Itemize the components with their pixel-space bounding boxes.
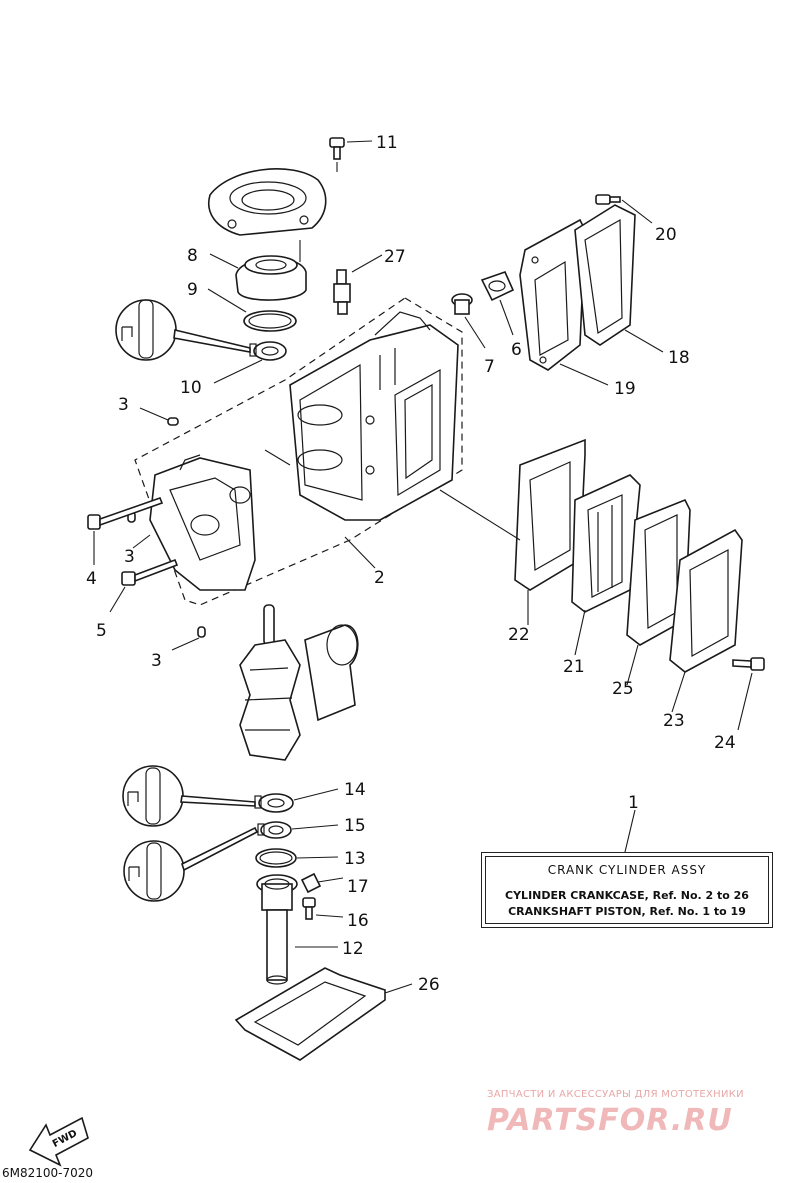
callout-3-bottom: 3 bbox=[151, 651, 162, 671]
info-box-line-2: CRANKSHAFT PISTON, Ref. No. 1 to 19 bbox=[508, 905, 746, 918]
washer-17 bbox=[300, 872, 322, 894]
callout-22: 22 bbox=[508, 625, 530, 645]
callout-18: 18 bbox=[668, 348, 690, 368]
bolt-11 bbox=[329, 137, 345, 160]
watermark-tagline: ЗАПЧАСТИ И АКСЕССУАРЫ ДЛЯ МОТОТЕХНИКИ bbox=[487, 1089, 744, 1100]
bolt-5 bbox=[121, 558, 179, 586]
cover-18 bbox=[574, 204, 636, 346]
callout-9: 9 bbox=[187, 280, 198, 300]
dowel-pin-3a bbox=[167, 417, 179, 426]
housing-12 bbox=[256, 874, 298, 985]
oil-seal-10 bbox=[249, 341, 287, 361]
info-box-line-1: CYLINDER CRANKCASE, Ref. No. 2 to 26 bbox=[505, 889, 749, 902]
callout-12: 12 bbox=[342, 939, 364, 959]
callout-16: 16 bbox=[347, 911, 369, 931]
crankshaft-piston bbox=[239, 604, 359, 761]
callout-6: 6 bbox=[511, 340, 522, 360]
callout-3-top: 3 bbox=[118, 395, 129, 415]
grease-callout-top bbox=[115, 299, 251, 361]
bolt-24 bbox=[732, 657, 765, 671]
watermark-logo: PARTSFOR.RU bbox=[487, 1103, 733, 1138]
callout-13: 13 bbox=[344, 849, 366, 869]
callout-21: 21 bbox=[563, 657, 585, 677]
callout-23: 23 bbox=[663, 711, 685, 731]
thermostat-7 bbox=[451, 293, 473, 315]
callout-14: 14 bbox=[344, 780, 366, 800]
block-group-outline bbox=[134, 297, 463, 606]
callout-25: 25 bbox=[612, 679, 634, 699]
diagram-code: 6M82100-7020 bbox=[2, 1166, 94, 1180]
oil-seal-14 bbox=[254, 793, 294, 813]
info-box-title: CRANK CYLINDER ASSY bbox=[547, 863, 707, 877]
spark-plug-27 bbox=[333, 269, 351, 315]
dowel-pin-3c bbox=[197, 626, 206, 638]
callout-19: 19 bbox=[614, 379, 636, 399]
crankcase bbox=[149, 454, 256, 591]
cap-6 bbox=[480, 271, 515, 302]
top-cover-plate bbox=[208, 168, 327, 236]
callout-15: 15 bbox=[344, 816, 366, 836]
callout-17: 17 bbox=[347, 877, 369, 897]
callout-8: 8 bbox=[187, 246, 198, 266]
grease-callout-15 bbox=[123, 826, 259, 902]
oil-seal-15 bbox=[257, 821, 292, 839]
gasket-19 bbox=[519, 218, 586, 371]
callout-24: 24 bbox=[714, 733, 736, 753]
cover-23 bbox=[669, 528, 743, 673]
bolt-4 bbox=[87, 496, 164, 530]
callout-10: 10 bbox=[180, 378, 202, 398]
callout-3-mid: 3 bbox=[124, 547, 135, 567]
bolt-20 bbox=[595, 194, 621, 205]
callout-5: 5 bbox=[96, 621, 107, 641]
bolt-16 bbox=[302, 897, 316, 920]
grease-callout-14 bbox=[122, 765, 256, 827]
callout-7: 7 bbox=[484, 357, 495, 377]
callout-1: 1 bbox=[628, 793, 639, 813]
housing-8 bbox=[235, 255, 307, 301]
gasket-26 bbox=[234, 967, 386, 1061]
assembly-info-box: CRANK CYLINDER ASSY CYLINDER CRANKCASE, … bbox=[481, 852, 773, 928]
callout-2: 2 bbox=[374, 568, 385, 588]
fwd-arrow-icon: FWD bbox=[28, 1116, 89, 1167]
callout-4: 4 bbox=[86, 569, 97, 589]
callout-26: 26 bbox=[418, 975, 440, 995]
callout-27: 27 bbox=[384, 247, 406, 267]
callout-20: 20 bbox=[655, 225, 677, 245]
callout-11: 11 bbox=[376, 133, 398, 153]
cylinder-block-2 bbox=[289, 311, 459, 521]
